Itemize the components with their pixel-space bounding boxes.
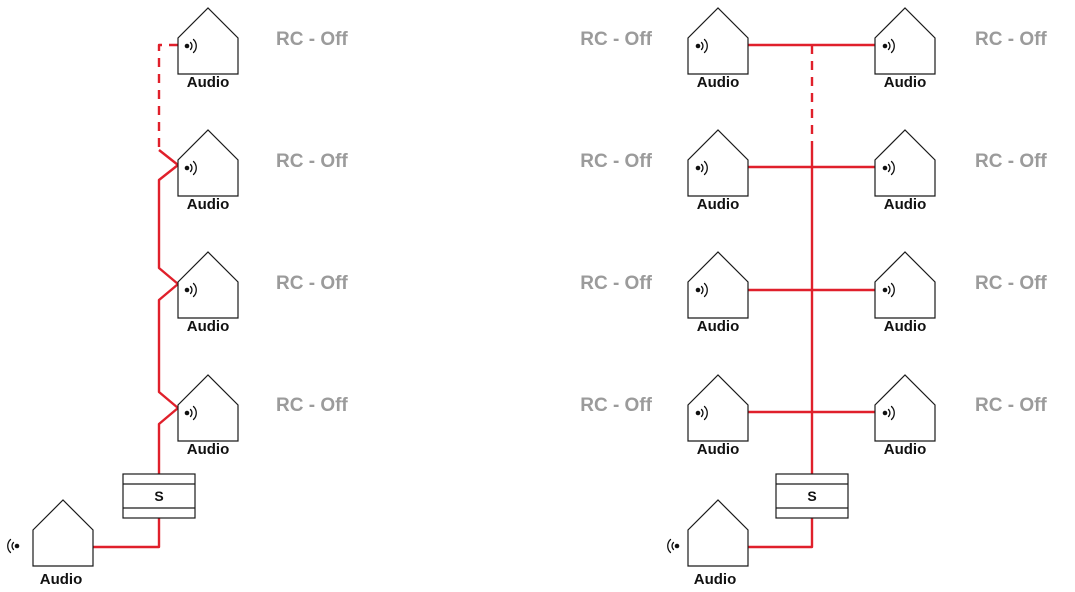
left-source-unit: Audio	[7, 499, 94, 588]
unit-label: Audio	[187, 441, 230, 458]
status-label: RC - Off	[276, 273, 348, 294]
house-icon	[687, 129, 749, 197]
house-icon	[687, 7, 749, 75]
unit-label: Audio	[884, 74, 927, 91]
right-wire-source-link	[748, 518, 814, 549]
unit-label: Audio	[697, 318, 740, 335]
right-source-unit: Audio	[667, 499, 749, 588]
house-icon	[687, 374, 749, 442]
right-unit-right-3: Audio RC - Off	[874, 251, 1047, 335]
unit-label: Audio	[187, 74, 230, 91]
house-icon	[177, 129, 239, 197]
left-unit-3: Audio RC - Off	[177, 251, 348, 335]
switch-label: S	[807, 488, 816, 504]
unit-label: Audio	[884, 196, 927, 213]
left-wire-source-link	[93, 518, 161, 549]
status-label: RC - Off	[580, 273, 652, 294]
status-label: RC - Off	[276, 151, 348, 172]
house-icon	[874, 374, 936, 442]
left-unit-2: Audio RC - Off	[177, 129, 348, 213]
status-label: RC - Off	[580, 395, 652, 416]
left-wire-dashed-top	[157, 43, 178, 150]
source-label: Audio	[694, 571, 737, 588]
house-icon	[874, 7, 936, 75]
house-icon	[177, 7, 239, 75]
status-label: RC - Off	[580, 29, 652, 50]
speaker-icon	[7, 538, 20, 554]
status-label: RC - Off	[975, 395, 1047, 416]
right-unit-left-3: Audio RC - Off	[580, 251, 749, 335]
house-icon	[32, 499, 94, 567]
right-wiring	[748, 43, 877, 549]
source-label: Audio	[40, 571, 83, 588]
right-unit-right-1: Audio RC - Off	[874, 7, 1047, 91]
switch-label: S	[154, 488, 163, 504]
right-unit-left-1: Audio RC - Off	[580, 7, 749, 91]
house-icon	[687, 251, 749, 319]
right-unit-right-4: Audio RC - Off	[874, 374, 1047, 458]
unit-label: Audio	[697, 196, 740, 213]
unit-label: Audio	[697, 74, 740, 91]
right-unit-right-2: Audio RC - Off	[874, 129, 1047, 213]
status-label: RC - Off	[975, 273, 1047, 294]
house-icon	[177, 251, 239, 319]
unit-label: Audio	[697, 441, 740, 458]
right-switch-box: S	[775, 473, 849, 519]
status-label: RC - Off	[975, 29, 1047, 50]
status-label: RC - Off	[276, 29, 348, 50]
unit-label: Audio	[884, 441, 927, 458]
status-label: RC - Off	[276, 395, 348, 416]
left-unit-1: Audio RC - Off	[177, 7, 348, 91]
left-wiring	[93, 43, 180, 549]
unit-label: Audio	[187, 196, 230, 213]
unit-label: Audio	[884, 318, 927, 335]
status-label: RC - Off	[580, 151, 652, 172]
speaker-icon	[667, 538, 680, 554]
left-switch-box: S	[122, 473, 196, 519]
left-wire-riser	[157, 149, 180, 474]
unit-label: Audio	[187, 318, 230, 335]
right-unit-left-4: Audio RC - Off	[580, 374, 749, 458]
house-icon	[874, 129, 936, 197]
status-label: RC - Off	[975, 151, 1047, 172]
house-icon	[874, 251, 936, 319]
left-unit-4: Audio RC - Off	[177, 374, 348, 458]
house-icon	[687, 499, 749, 567]
house-icon	[177, 374, 239, 442]
right-unit-left-2: Audio RC - Off	[580, 129, 749, 213]
